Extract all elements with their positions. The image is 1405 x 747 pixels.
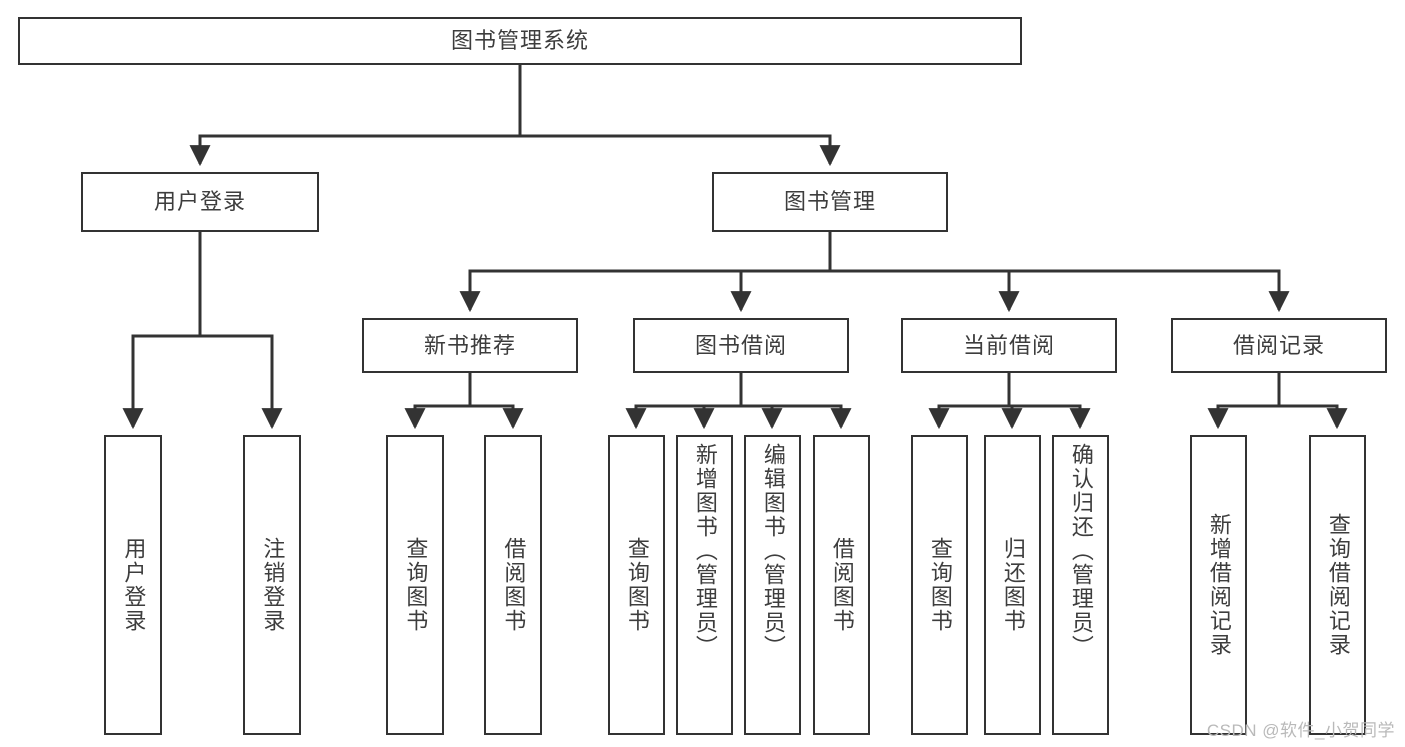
node-book-borrow-label: 图书借阅 [694, 332, 787, 358]
node-book-borrow[interactable]: 图书借阅 [633, 318, 849, 373]
node-leaf-query-borrow-record-label: 查询借阅记录 [1325, 513, 1351, 657]
node-book-manage-label: 图书管理 [783, 189, 876, 214]
node-leaf-add-book-admin[interactable]: 新增图书（管理员） [676, 435, 733, 735]
book-borrow-connectors [625, 373, 852, 430]
node-new-book-recommend-label: 新书推荐 [423, 332, 516, 358]
node-current-borrow-label: 当前借阅 [962, 332, 1055, 358]
node-user-login-label: 用户登录 [153, 189, 246, 214]
user-login-connectors [122, 232, 283, 430]
node-leaf-user-login[interactable]: 用户登录 [104, 435, 162, 735]
root-connectors [189, 65, 841, 167]
node-leaf-borrow-book-1[interactable]: 借阅图书 [484, 435, 542, 735]
node-root[interactable]: 图书管理系统 [18, 17, 1022, 65]
node-leaf-confirm-return-admin-label: 确认归还（管理员） [1068, 443, 1094, 659]
node-root-label: 图书管理系统 [450, 28, 589, 53]
node-leaf-return-book-label: 归还图书 [1000, 537, 1026, 633]
node-leaf-borrow-book-1-label: 借阅图书 [501, 537, 527, 633]
node-book-manage[interactable]: 图书管理 [712, 172, 948, 232]
node-leaf-logout[interactable]: 注销登录 [243, 435, 301, 735]
node-leaf-add-book-admin-label: 新增图书（管理员） [692, 443, 718, 659]
node-leaf-query-book-2[interactable]: 查询图书 [608, 435, 665, 735]
node-leaf-confirm-return-admin[interactable]: 确认归还（管理员） [1052, 435, 1109, 735]
node-leaf-return-book[interactable]: 归还图书 [984, 435, 1041, 735]
book-manage-connectors [459, 232, 1290, 313]
node-leaf-logout-label: 注销登录 [260, 537, 286, 633]
node-leaf-borrow-book-2-label: 借阅图书 [829, 537, 855, 633]
node-leaf-add-borrow-record-label: 新增借阅记录 [1206, 513, 1232, 657]
node-leaf-query-book-1[interactable]: 查询图书 [386, 435, 444, 735]
node-leaf-add-borrow-record[interactable]: 新增借阅记录 [1190, 435, 1247, 735]
node-current-borrow[interactable]: 当前借阅 [901, 318, 1117, 373]
node-leaf-query-borrow-record[interactable]: 查询借阅记录 [1309, 435, 1366, 735]
node-leaf-query-book-3-label: 查询图书 [927, 537, 953, 633]
node-leaf-borrow-book-2[interactable]: 借阅图书 [813, 435, 870, 735]
current-borrow-connectors [928, 373, 1091, 430]
node-user-login[interactable]: 用户登录 [81, 172, 319, 232]
node-borrow-record-label: 借阅记录 [1232, 332, 1325, 358]
node-leaf-edit-book-admin-label: 编辑图书（管理员） [760, 443, 786, 659]
node-leaf-query-book-1-label: 查询图书 [403, 537, 429, 633]
node-leaf-query-book-2-label: 查询图书 [624, 537, 650, 633]
node-leaf-user-login-label: 用户登录 [121, 537, 147, 633]
node-new-book-recommend[interactable]: 新书推荐 [362, 318, 578, 373]
node-leaf-query-book-3[interactable]: 查询图书 [911, 435, 968, 735]
node-borrow-record[interactable]: 借阅记录 [1171, 318, 1387, 373]
borrow-record-connectors [1207, 373, 1348, 430]
node-leaf-edit-book-admin[interactable]: 编辑图书（管理员） [744, 435, 801, 735]
new-book-recommend-connectors [404, 373, 524, 430]
